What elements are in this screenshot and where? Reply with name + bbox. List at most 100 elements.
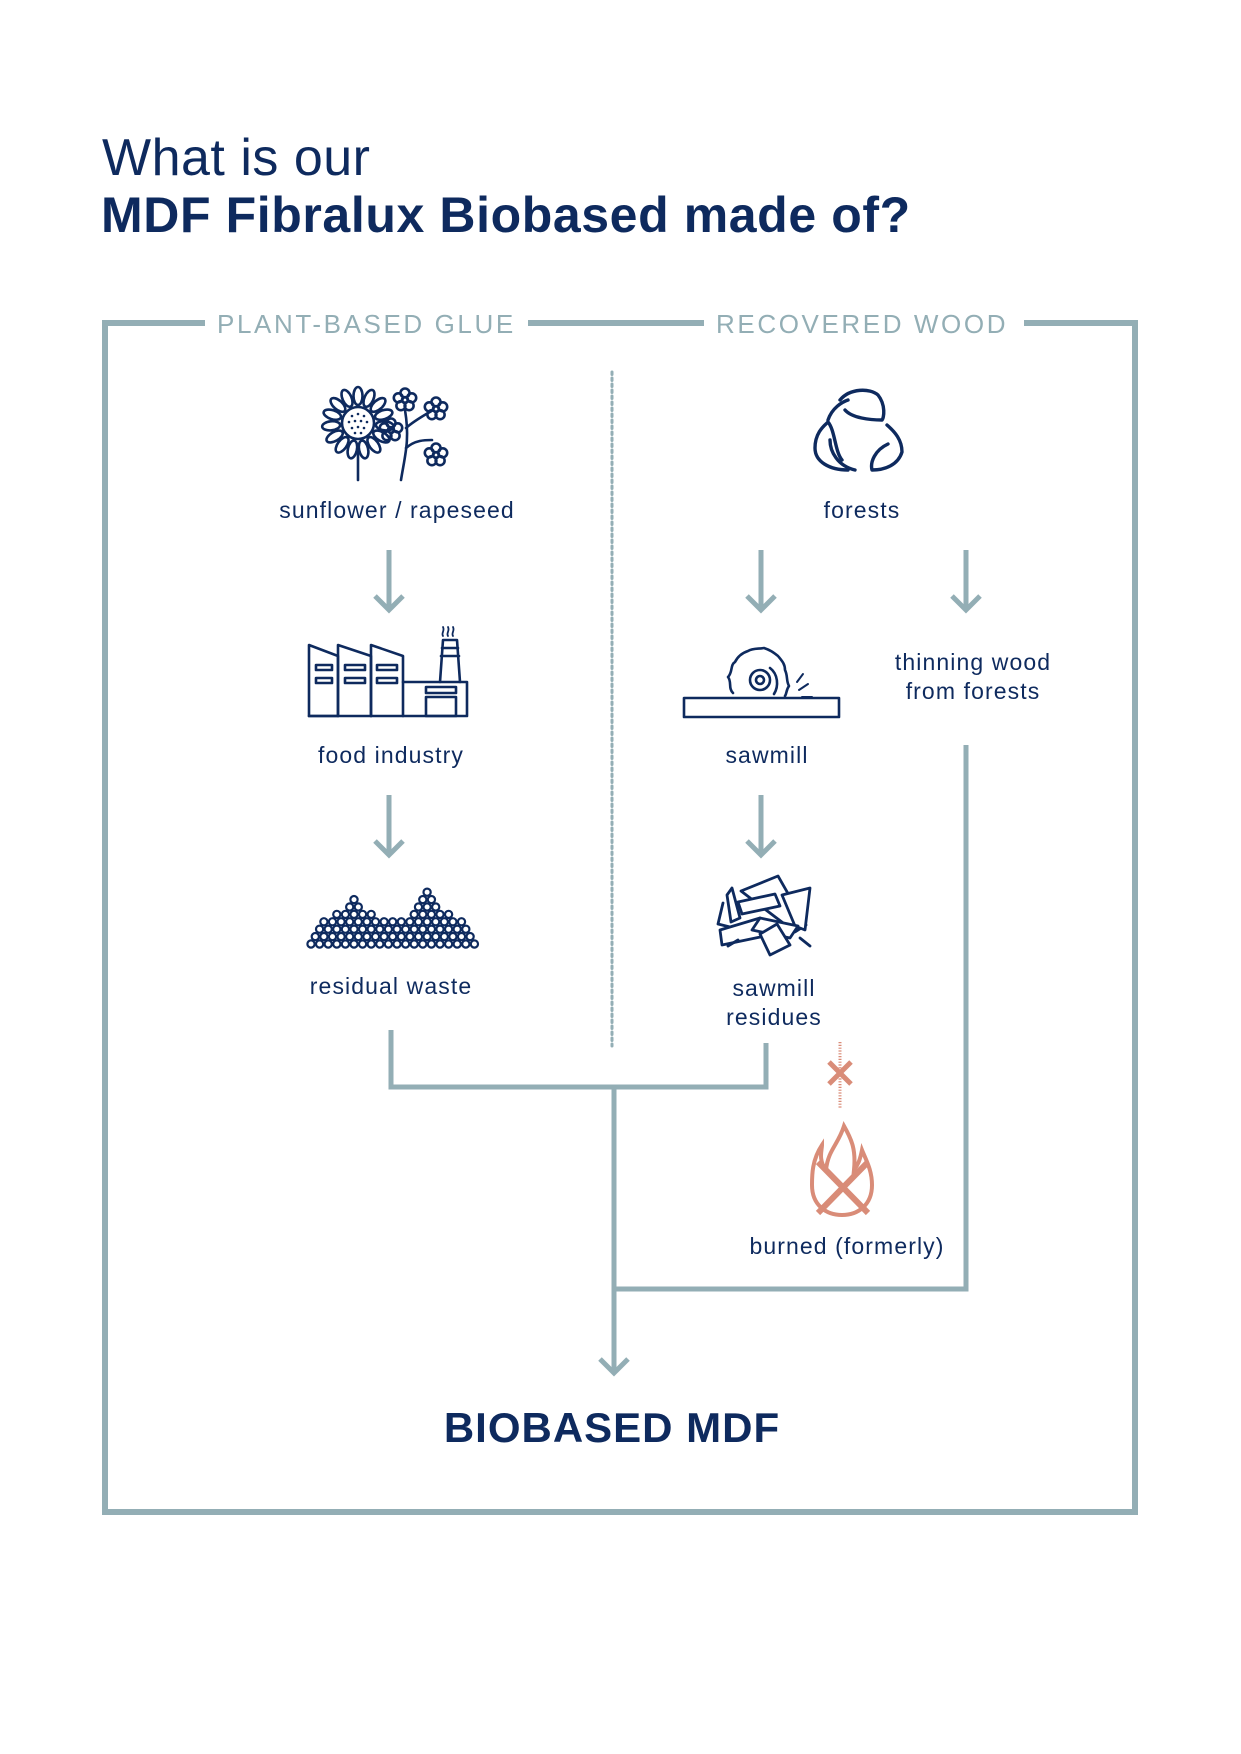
pile-particle <box>448 917 458 927</box>
connector-thinning <box>614 745 969 1292</box>
arrow-down-icon <box>950 550 982 614</box>
pile-particle <box>336 917 346 927</box>
label-thinning-line1: thinning wood <box>894 649 1052 675</box>
pile-particle <box>332 939 342 949</box>
pile-particle <box>332 924 342 934</box>
label-sunflower-rapeseed: sunflower / rapeseed <box>279 497 515 523</box>
sunflower-rapeseed-icon <box>320 385 449 482</box>
pile-particle <box>409 909 419 920</box>
pile-particle <box>388 931 398 942</box>
arrow-to-result-icon <box>598 1357 630 1377</box>
page-title-line2: MDF Fibralux Biobased made of? <box>101 187 911 243</box>
pile-particle <box>426 924 437 934</box>
wood-scraps-icon <box>716 874 812 957</box>
arrow-down-icon <box>373 795 405 859</box>
pile-particle <box>392 924 402 934</box>
pile-particle <box>405 917 415 927</box>
label-sawmill: sawmill <box>725 742 809 768</box>
label-forests: forests <box>823 497 901 523</box>
pile-particle <box>439 931 449 942</box>
pile-particle <box>357 924 368 934</box>
factory-icon <box>307 626 469 718</box>
label-thinning-wood: thinning wood from forests <box>895 648 1051 706</box>
pile-particle <box>461 924 471 934</box>
pile-particle <box>375 924 385 934</box>
label-residues-line1: sawmill <box>732 975 816 1001</box>
pile-particle <box>426 894 437 905</box>
label-residual-waste: residual waste <box>309 973 473 999</box>
pile-particle <box>465 931 475 942</box>
section-label-recovered-wood: RECOVERED WOOD <box>704 309 1021 339</box>
label-residues-line2: residues <box>726 1004 822 1030</box>
page-title-line1: What is our <box>102 129 371 187</box>
pile-particle <box>319 917 329 927</box>
rejected-path <box>809 1042 875 1218</box>
pile-particle <box>349 894 359 905</box>
section-label-plant-based-glue: PLANT-BASED GLUE <box>205 309 528 339</box>
leaf-cycle-icon <box>813 388 904 472</box>
pile-particle <box>418 909 428 920</box>
pile-particle <box>443 939 454 949</box>
pile-particle <box>370 931 381 942</box>
pile-particle <box>422 902 432 912</box>
pile-particle <box>409 939 419 949</box>
pile-particle <box>340 909 351 920</box>
pile-particle <box>439 917 449 927</box>
pile-particle <box>469 939 480 949</box>
pile-particle <box>413 902 424 912</box>
pile-particle <box>383 939 394 949</box>
outer-frame <box>102 320 1138 1515</box>
pile-particle <box>418 924 428 934</box>
arrow-down-icon <box>373 550 405 614</box>
pile-particle <box>392 939 402 949</box>
pile-particle <box>409 924 419 934</box>
pile-particle <box>422 931 432 942</box>
rapeseed-icon <box>378 387 449 482</box>
pile-particle <box>435 924 445 934</box>
arrows <box>373 550 982 1377</box>
pile-particle <box>353 902 363 912</box>
pile-particle <box>306 939 316 949</box>
pile-particle <box>461 939 471 949</box>
pile-particle <box>323 924 333 934</box>
pile-particle <box>418 939 428 949</box>
pile-particle <box>383 924 394 934</box>
label-food-industry: food industry <box>318 742 464 768</box>
pile-particle <box>452 924 462 934</box>
pile-particle <box>349 924 359 934</box>
pile-particle <box>366 924 376 934</box>
pile-particle <box>418 894 428 905</box>
pile-particle <box>431 902 441 912</box>
pile-particle <box>443 924 454 934</box>
connector-glue-residues <box>388 1030 769 1090</box>
pile-particle <box>362 931 372 942</box>
arrow-down-icon <box>745 550 777 614</box>
pile-particle <box>319 931 329 942</box>
result-biobased-mdf: BIOBASED MDF <box>443 1404 781 1451</box>
pile-particle <box>400 939 411 949</box>
pile-particle <box>349 939 359 949</box>
pile-particle <box>431 917 441 927</box>
pile-particle <box>396 931 406 942</box>
pile-particle <box>443 909 454 920</box>
label-burned-formerly: burned (formerly) <box>749 1233 945 1259</box>
pile-particle <box>405 931 415 942</box>
pile-particle <box>332 909 342 920</box>
pile-particle <box>448 931 458 942</box>
pile-particle <box>336 931 346 942</box>
pile-particle <box>388 917 398 927</box>
pile-particle <box>370 917 381 927</box>
label-sawmill-residues: sawmill residues <box>726 974 822 1032</box>
pile-particle <box>340 939 351 949</box>
pile-particle <box>357 939 368 949</box>
pile-particle <box>345 931 355 942</box>
pile-particle <box>353 931 363 942</box>
pile-particle <box>435 909 445 920</box>
residual-pile-icon <box>306 887 480 949</box>
pile-particle <box>310 931 320 942</box>
pile-particle <box>362 917 372 927</box>
pile-particle <box>400 924 411 934</box>
pile-particle <box>422 887 432 897</box>
